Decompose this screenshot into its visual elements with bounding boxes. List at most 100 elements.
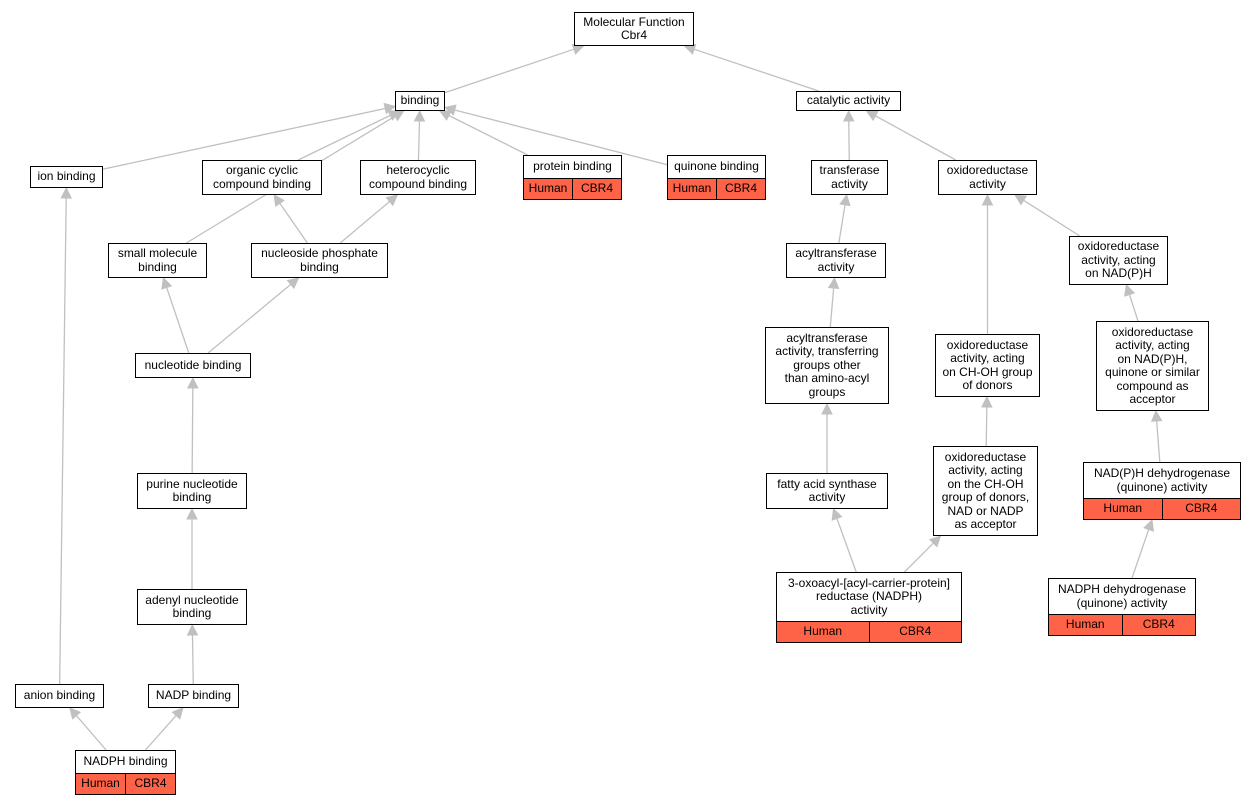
arrowhead-smb-to-bind	[391, 110, 405, 122]
node-label: binding	[400, 93, 440, 108]
node-nadph-dehydrogenase-quinone[interactable]: NADPH dehydrogenase (quinone) activity H…	[1048, 578, 1196, 636]
node-anion-binding[interactable]: anion binding	[15, 684, 104, 708]
arrowhead-anion-to-ion	[60, 186, 73, 199]
node-nadph-binding[interactable]: NADPH binding Human CBR4	[75, 750, 176, 795]
arrowhead-nadp-to-anb	[186, 623, 199, 636]
edge-acyl-to-trans	[838, 204, 846, 244]
node-ion-binding[interactable]: ion binding	[30, 166, 103, 188]
edge-trans-to-cat	[848, 120, 850, 161]
node-molecular-function-cbr4[interactable]: Molecular Function Cbr4	[574, 12, 694, 46]
annotation-row: Human CBR4	[1049, 614, 1195, 635]
edge-oxred-to-cat	[875, 115, 957, 161]
annotation-gene: CBR4	[125, 774, 175, 794]
annotation-species: Human	[668, 179, 716, 199]
arrowhead-nadphb-to-nadp	[171, 707, 184, 720]
arrowhead-nadphdq-to-nadphq	[1143, 518, 1155, 532]
node-oxidoreductase-activity[interactable]: oxidoreductase activity	[938, 160, 1037, 195]
arrowhead-oxnadphq-to-oxnadph	[1124, 283, 1136, 297]
node-nadph-dehydrogenase-quinone-activity[interactable]: NAD(P)H dehydrogenase (quinone) activity…	[1083, 462, 1241, 520]
node-quinone-binding[interactable]: quinone binding Human CBR4	[667, 155, 766, 200]
arrowhead-oxred-to-cat	[865, 110, 879, 122]
arrowhead-acyl-to-trans	[839, 193, 851, 207]
node-fatty-acid-synthase-activity[interactable]: fatty acid synthase activity	[766, 473, 888, 509]
annotation-gene: CBR4	[1121, 615, 1195, 635]
node-label: quinone binding	[674, 159, 759, 174]
node-label: nucleoside phosphate binding	[261, 246, 378, 274]
node-label: catalytic activity	[806, 93, 891, 108]
node-oxidoreductase-acting-on-ch-oh[interactable]: oxidoreductase activity, acting on CH-OH…	[935, 334, 1040, 397]
node-heterocyclic-compound-binding[interactable]: heterocyclic compound binding	[360, 160, 476, 195]
node-label: oxidoreductase activity, acting on NAD(P…	[1105, 324, 1200, 406]
annotation-row: Human CBR4	[524, 178, 621, 199]
node-adenyl-nucleotide-binding[interactable]: adenyl nucleotide binding	[137, 589, 247, 625]
node-label: acyltransferase activity	[795, 246, 877, 274]
edge-oxchohnad-to-oxchoh	[985, 406, 988, 447]
arrowhead-oxchohnad-to-oxchoh	[981, 395, 993, 408]
arrowhead-quin-to-bind	[443, 104, 457, 116]
annotation-species: Human	[777, 622, 869, 642]
arrowhead-ion-to-bind	[383, 102, 397, 115]
node-label: acyltransferase activity, transferring g…	[775, 330, 879, 399]
node-catalytic-activity[interactable]: catalytic activity	[796, 91, 901, 111]
node-nucleotide-binding[interactable]: nucleotide binding	[135, 353, 251, 378]
arrowhead-oxoacyl-to-fas	[831, 507, 843, 521]
edge-nadphdq-to-nadphq	[1131, 529, 1150, 579]
node-acyltransferase-activity[interactable]: acyltransferase activity	[786, 243, 886, 278]
edge-oxoacyl-to-fas	[836, 518, 857, 573]
node-label: oxidoreductase activity, acting on the C…	[941, 449, 1030, 531]
node-small-molecule-binding[interactable]: small molecule binding	[108, 243, 207, 278]
node-nadp-binding[interactable]: NADP binding	[148, 684, 239, 708]
node-3-oxoacyl-acp-reductase-activity[interactable]: 3-oxoacyl-[acyl-carrier-protein] reducta…	[776, 572, 962, 643]
edge-hcb-to-bind	[417, 120, 421, 161]
annotation-species: Human	[1049, 615, 1122, 635]
node-oxidoreductase-acting-on-nadph[interactable]: oxidoreductase activity, acting on NAD(P…	[1069, 236, 1168, 285]
node-label: nucleotide binding	[144, 357, 242, 372]
node-binding[interactable]: binding	[395, 91, 445, 111]
node-label: ion binding	[37, 169, 96, 184]
node-protein-binding[interactable]: protein binding Human CBR4	[523, 155, 622, 200]
node-oxidoreductase-ch-oh-nad-acceptor[interactable]: oxidoreductase activity, acting on the C…	[933, 446, 1038, 536]
edge-nadphq-to-oxnadphq	[1156, 420, 1161, 463]
annotation-gene: CBR4	[868, 622, 961, 642]
edge-quin-to-bind	[454, 109, 668, 166]
edge-prot-to-bind	[448, 114, 528, 156]
edge-cat-to-mf	[693, 48, 819, 92]
annotation-gene: CBR4	[1161, 499, 1240, 519]
arrowhead-hcb-to-bind	[413, 109, 426, 122]
arrowhead-npb-to-hcb	[385, 194, 399, 207]
node-label: fatty acid synthase activity	[777, 476, 877, 504]
node-organic-cyclic-compound-binding[interactable]: organic cyclic compound binding	[202, 160, 322, 195]
arrowhead-nucb-to-smb	[161, 276, 173, 290]
node-label: NADP binding	[155, 688, 232, 703]
node-acyltransferase-transferring-groups[interactable]: acyltransferase activity, transferring g…	[765, 327, 889, 404]
node-label: oxidoreductase activity, acting on CH-OH…	[942, 337, 1033, 392]
node-label: small molecule binding	[117, 246, 198, 274]
node-oxidoreductase-nadph-quinone-acceptor[interactable]: oxidoreductase activity, acting on NAD(P…	[1096, 321, 1209, 411]
edge-oxnadphq-to-oxnadph	[1128, 294, 1139, 322]
node-label: oxidoreductase activity	[946, 163, 1029, 191]
node-label: heterocyclic compound binding	[368, 163, 468, 191]
edge-acyl2-to-acyl	[829, 287, 835, 328]
edge-nadp-to-anb	[191, 634, 194, 685]
node-purine-nucleotide-binding[interactable]: purine nucleotide binding	[137, 473, 247, 509]
arrowhead-oxchoh-to-oxred	[981, 193, 994, 206]
node-label: NAD(P)H dehydrogenase (quinone) activity	[1093, 466, 1231, 494]
edge-oxnadph-to-oxred	[1023, 199, 1081, 237]
arrowhead-oxnadph-to-oxred	[1014, 194, 1028, 206]
arrowhead-nucb-to-npb	[286, 277, 300, 290]
node-label: anion binding	[23, 688, 96, 703]
edge-npb-to-hcb	[339, 200, 391, 244]
annotation-species: Human	[524, 179, 572, 199]
annotation-row: Human CBR4	[668, 178, 765, 199]
node-nucleoside-phosphate-binding[interactable]: nucleoside phosphate binding	[251, 243, 388, 278]
node-label: oxidoreductase activity, acting on NAD(P…	[1077, 239, 1160, 281]
node-label: 3-oxoacyl-[acyl-carrier-protein] reducta…	[787, 575, 951, 617]
arrowhead-pnb-to-nucb	[187, 376, 199, 389]
node-transferase-activity[interactable]: transferase activity	[811, 160, 888, 195]
node-label: Molecular Function Cbr4	[583, 14, 685, 42]
arrowhead-prot-to-bind	[438, 110, 452, 121]
edge-nadphb-to-nadp	[145, 715, 177, 751]
arrowhead-fas-to-acyl2	[821, 402, 833, 415]
node-label: NADPH binding	[83, 754, 168, 769]
edge-ocb-to-bind	[297, 114, 391, 161]
